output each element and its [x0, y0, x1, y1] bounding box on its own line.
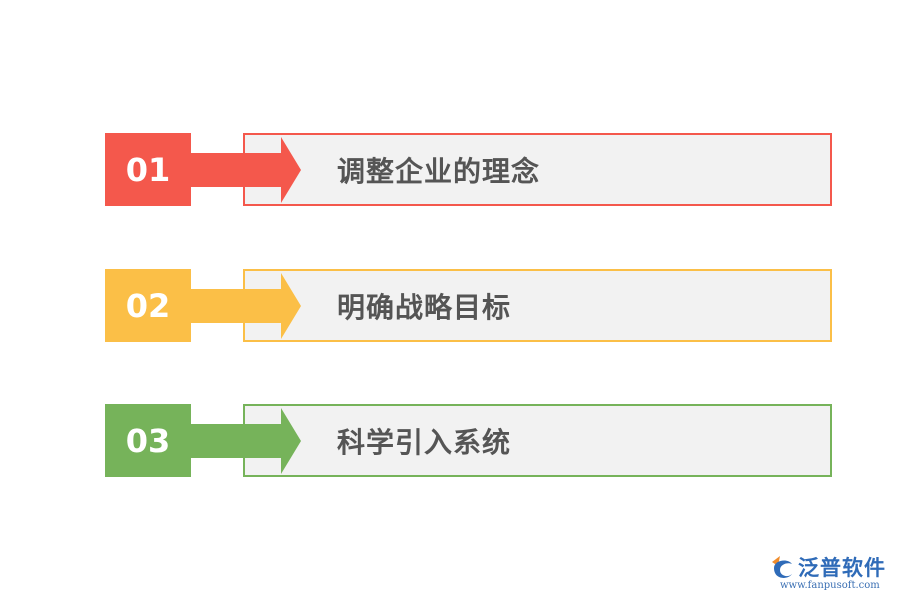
step-1: 01 调整企业的理念 — [105, 133, 832, 206]
step-2: 02 明确战略目标 — [105, 269, 832, 342]
step-3-number: 03 — [125, 421, 171, 460]
step-3-label-box — [243, 404, 832, 477]
fanpu-logo: 泛普软件 www.fanpusoft.com — [768, 552, 893, 596]
step-2-label-box — [243, 269, 832, 342]
step-3-arrow-icon — [191, 408, 301, 474]
step-2-number-box: 02 — [105, 269, 191, 342]
step-3: 03 科学引入系统 — [105, 404, 832, 477]
logo-name: 泛普软件 — [798, 556, 886, 580]
step-1-label: 调整企业的理念 — [337, 154, 541, 188]
step-1-arrow-icon — [191, 137, 301, 203]
step-3-label: 科学引入系统 — [337, 425, 512, 459]
step-2-arrow-icon — [191, 273, 301, 339]
step-2-label: 明确战略目标 — [337, 290, 512, 324]
step-1-number-box: 01 — [105, 133, 191, 206]
fanpu-logo-icon — [772, 556, 792, 578]
logo-url: www.fanpusoft.com — [780, 580, 880, 591]
step-1-number: 01 — [125, 150, 171, 189]
step-3-number-box: 03 — [105, 404, 191, 477]
step-2-number: 02 — [125, 286, 171, 325]
step-1-label-box — [243, 133, 832, 206]
